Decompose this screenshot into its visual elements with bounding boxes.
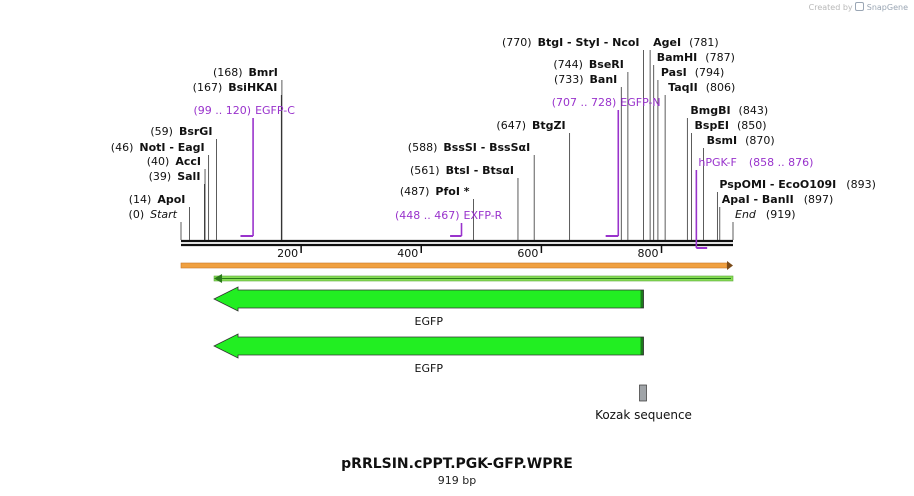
primer-range: (707 .. 728) — [552, 96, 617, 109]
site-position: (806) — [706, 81, 736, 94]
credit-brand: SnapGene — [866, 3, 908, 12]
site-name: BtsI - BtsαI — [446, 164, 514, 177]
site-name: ApoI — [157, 193, 185, 206]
site-name: TaqII — [668, 81, 698, 94]
site-name: NotI - EagI — [139, 141, 204, 154]
site-position: (897) — [804, 193, 834, 206]
orange-region-bar — [180, 262, 728, 269]
site-position: (588) — [408, 141, 438, 154]
site-name: BsrGI — [179, 125, 212, 138]
primer-range: (858 .. 876) — [749, 156, 814, 169]
site-position: (744) — [553, 58, 583, 71]
site-name: AccI — [175, 155, 201, 168]
site-position: (0) — [129, 208, 145, 221]
primer-name: EGFP-N — [620, 96, 660, 109]
site-position: (647) — [496, 119, 526, 132]
primer-range: (448 .. 467) — [395, 209, 460, 222]
site-position: (794) — [695, 66, 725, 79]
site-name: BtgZI — [532, 119, 566, 132]
egfp-feature-arrow[interactable] — [213, 286, 644, 312]
snapgene-credit: Created by SnapGene — [809, 2, 908, 12]
site-position: (893) — [846, 178, 876, 191]
sequence-name: pRRLSIN.cPPT.PGK-GFP.WPRE — [341, 456, 573, 472]
site-position: (919) — [766, 208, 796, 221]
site-position: (770) — [502, 36, 532, 49]
site-name: BsiHKAI — [228, 81, 277, 94]
egfp-feature-end-mark — [640, 290, 644, 308]
kozak-feature-label: Kozak sequence — [595, 408, 692, 422]
site-name: BmgBI — [690, 104, 730, 117]
site-position: (40) — [147, 155, 170, 168]
site-name: BtgI - StyI - NcoI — [538, 36, 640, 49]
site-name: End — [735, 208, 757, 221]
site-name: PfoI * — [435, 185, 469, 198]
site-position: (168) — [213, 66, 243, 79]
site-position: (850) — [737, 119, 767, 132]
site-position: (14) — [129, 193, 152, 206]
site-name: BssSI - BssSαI — [443, 141, 530, 154]
kozak-feature-box[interactable] — [639, 384, 647, 402]
site-position: (167) — [193, 81, 223, 94]
site-name: BmrI — [249, 66, 278, 79]
egfp-feature-label: EGFP — [415, 315, 444, 328]
primer-range: (99 .. 120) — [194, 104, 252, 117]
orange-region-arrowhead — [727, 261, 733, 270]
egfp-feature-label: EGFP — [415, 362, 444, 375]
site-name: AgeI — [653, 36, 681, 49]
site-name: BanI — [590, 73, 618, 86]
sequence-length: 919 bp — [437, 474, 477, 487]
site-name: BseRI — [589, 58, 624, 71]
site-position: (561) — [410, 164, 440, 177]
site-name: ApaI - BanII — [722, 193, 794, 206]
site-position: (870) — [745, 134, 775, 147]
site-position: (787) — [705, 51, 735, 64]
site-position: (39) — [149, 170, 172, 183]
site-name: PasI — [661, 66, 687, 79]
site-position: (843) — [739, 104, 769, 117]
site-name: SalI — [177, 170, 200, 183]
primer-name: EGFP-C — [255, 104, 295, 117]
site-name: BsmI — [707, 134, 738, 147]
egfp-feature-arrow[interactable] — [213, 333, 644, 359]
site-name: BspEI — [695, 119, 729, 132]
credit-prefix: Created by — [808, 3, 853, 12]
site-position: (487) — [400, 185, 430, 198]
site-name: PspOMI - EcoO109I — [719, 178, 836, 191]
site-name: Start — [150, 208, 178, 221]
ruler-label: 800 — [638, 247, 659, 260]
ruler-label: 600 — [517, 247, 538, 260]
primer-name: EXFP-R — [464, 209, 503, 222]
site-position: (46) — [111, 141, 134, 154]
site-name: BamHI — [657, 51, 698, 64]
egfp-feature-end-mark — [640, 337, 644, 355]
primer-name: hPGK-F — [698, 156, 736, 169]
site-position: (781) — [689, 36, 719, 49]
site-position: (733) — [554, 73, 584, 86]
ruler-label: 200 — [277, 247, 298, 260]
snapgene-logo-icon — [855, 2, 865, 11]
ruler-label: 400 — [397, 247, 418, 260]
green-region-arrowhead — [214, 274, 223, 283]
site-position: (59) — [150, 125, 173, 138]
